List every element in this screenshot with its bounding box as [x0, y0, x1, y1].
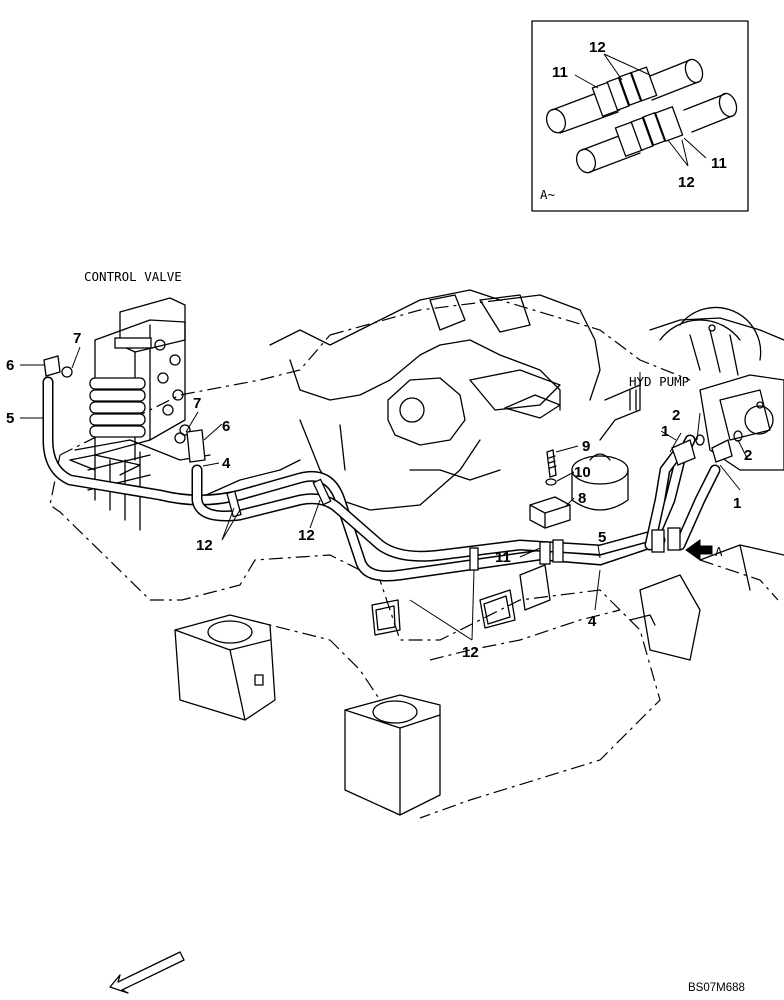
mounting-hardware [529, 449, 629, 529]
callout-10: 10 [574, 464, 591, 481]
bracket-8 [529, 496, 571, 529]
leader-lines [20, 346, 749, 641]
callout-4-right: 4 [588, 613, 597, 630]
detail-callout-11-right: 11 [711, 155, 727, 172]
bolt-9 [546, 449, 557, 478]
frame-boxes [174, 544, 784, 816]
hyd-pump-caption: HYD PUMP [629, 374, 689, 389]
callout-7-left: 7 [73, 330, 81, 347]
detail-view-label: A~ [540, 187, 555, 202]
detail-callout-11-left: 11 [552, 64, 568, 81]
callout-6-right: 6 [222, 418, 230, 435]
detail-pipe-upper-right [644, 59, 699, 101]
washer-10 [545, 478, 557, 486]
detail-pipe-lower-right [683, 93, 733, 133]
view-arrow-icon [685, 539, 713, 561]
callout-6-left: 6 [6, 357, 14, 374]
clamp-11 [539, 541, 551, 565]
detail-callout-12-top: 12 [589, 39, 606, 56]
callout-1-lower: 1 [733, 495, 741, 512]
o-ring-7b [174, 432, 186, 444]
elbow-fitting-6b [186, 429, 206, 463]
callout-labels: 6 7 5 7 6 4 12 12 12 9 10 8 11 1 2 2 1 5… [6, 330, 752, 661]
callout-4-left: 4 [222, 455, 231, 472]
callout-7-right: 7 [193, 395, 201, 412]
control-valve-caption: CONTROL VALVE [84, 269, 182, 284]
callout-2-lower: 2 [744, 447, 752, 464]
callout-1-upper: 1 [661, 423, 669, 440]
hydraulic-pump [599, 306, 784, 471]
callout-12-middle: 12 [298, 527, 315, 544]
detail-view-a: 12 11 11 12 A~ [531, 20, 749, 212]
control-valve [43, 297, 206, 531]
callout-12-left: 12 [196, 537, 213, 554]
detail-frame [531, 20, 749, 212]
front-direction-arrow-icon [109, 951, 185, 994]
view-arrow-a: A [685, 539, 723, 561]
hydraulic-hoses [42, 376, 743, 582]
detail-callout-12-bottom: 12 [678, 174, 695, 191]
callout-5-left: 5 [6, 410, 14, 427]
elbow-fitting-6 [43, 355, 61, 377]
view-arrow-label: A [715, 544, 723, 559]
o-ring-7 [61, 366, 73, 378]
callout-11: 11 [495, 549, 511, 566]
boom-foot-structure [74, 289, 601, 511]
callout-2-upper: 2 [672, 407, 680, 424]
callout-9: 9 [582, 438, 590, 455]
drawing-code: BS07M688 [688, 982, 745, 994]
callout-8: 8 [578, 490, 586, 507]
callout-12-bottom: 12 [462, 644, 479, 661]
hose-4 [191, 434, 696, 562]
callout-5-right: 5 [598, 529, 606, 546]
